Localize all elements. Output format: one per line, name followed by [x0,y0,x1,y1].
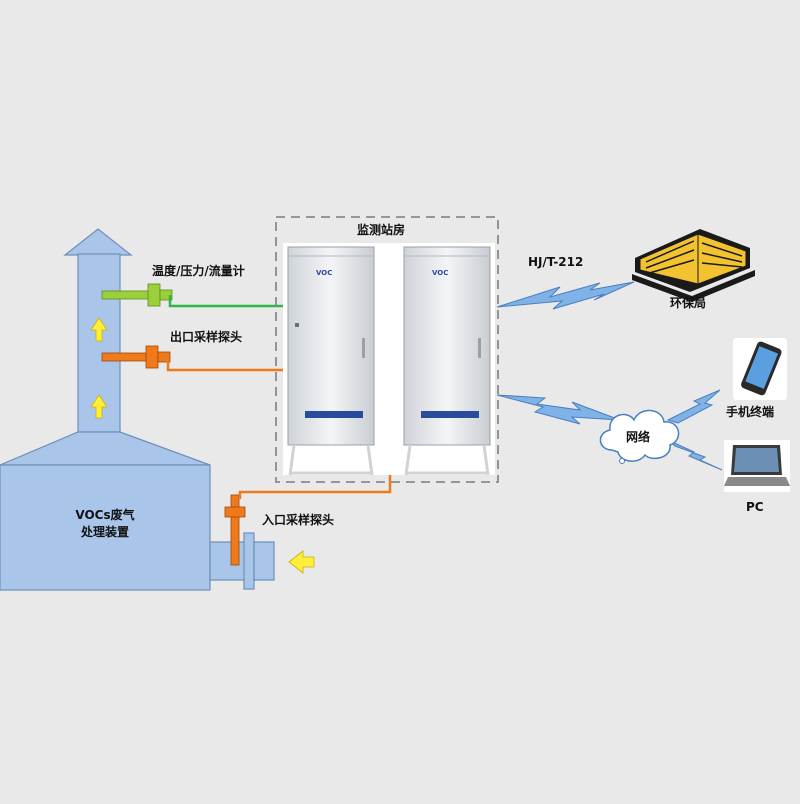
up-arrow-icon [90,394,108,419]
smartphone-icon [733,338,787,400]
chimney-hood [0,431,211,466]
outlet-probe-label: 出口采样探头 [170,330,243,344]
lightning-icon [496,394,621,425]
temp-pressure-flow-label: 温度/压力/流量计 [152,264,245,278]
cabinet2-brand: VOC [432,269,449,277]
chimney-top-arrow [63,228,133,256]
protocol-label: HJ/T-212 [528,255,584,269]
pc-label: PC [746,500,764,514]
lightning-icon [667,439,723,471]
analyzer-cabinet-2 [403,246,491,476]
green-signal-line [168,295,288,308]
building-icon [632,229,755,302]
up-arrow-icon [90,317,108,342]
inlet-pipe-end [253,541,275,581]
inlet-sampling-probe [224,494,246,566]
cloud-icon [599,409,680,464]
voc-device-label-line1: VOCs废气 [75,508,135,522]
inlet-probe-label: 入口采样探头 [262,513,335,527]
analyzer-cabinet-1 [287,246,375,476]
left-arrow-icon [288,550,315,574]
network-label: 网络 [626,430,651,444]
voc-treatment-device [0,228,315,591]
device-body [0,464,211,591]
lightning-icon [496,281,635,310]
epb-label: 环保局 [670,296,707,310]
mobile-label: 手机终端 [726,405,775,419]
outlet-sampling-probe [101,345,171,369]
voc-device-label-line2: 处理装置 [80,525,129,539]
monitoring-station-label: 监测站房 [357,223,406,237]
monitoring-station-border [275,216,499,483]
cabinet1-brand: VOC [316,269,333,277]
temp-pressure-flow-meter [101,283,173,307]
outlet-sample-line [166,357,288,372]
laptop-icon [724,440,790,492]
lightning-icon [666,389,721,424]
inlet-flange [243,532,255,590]
